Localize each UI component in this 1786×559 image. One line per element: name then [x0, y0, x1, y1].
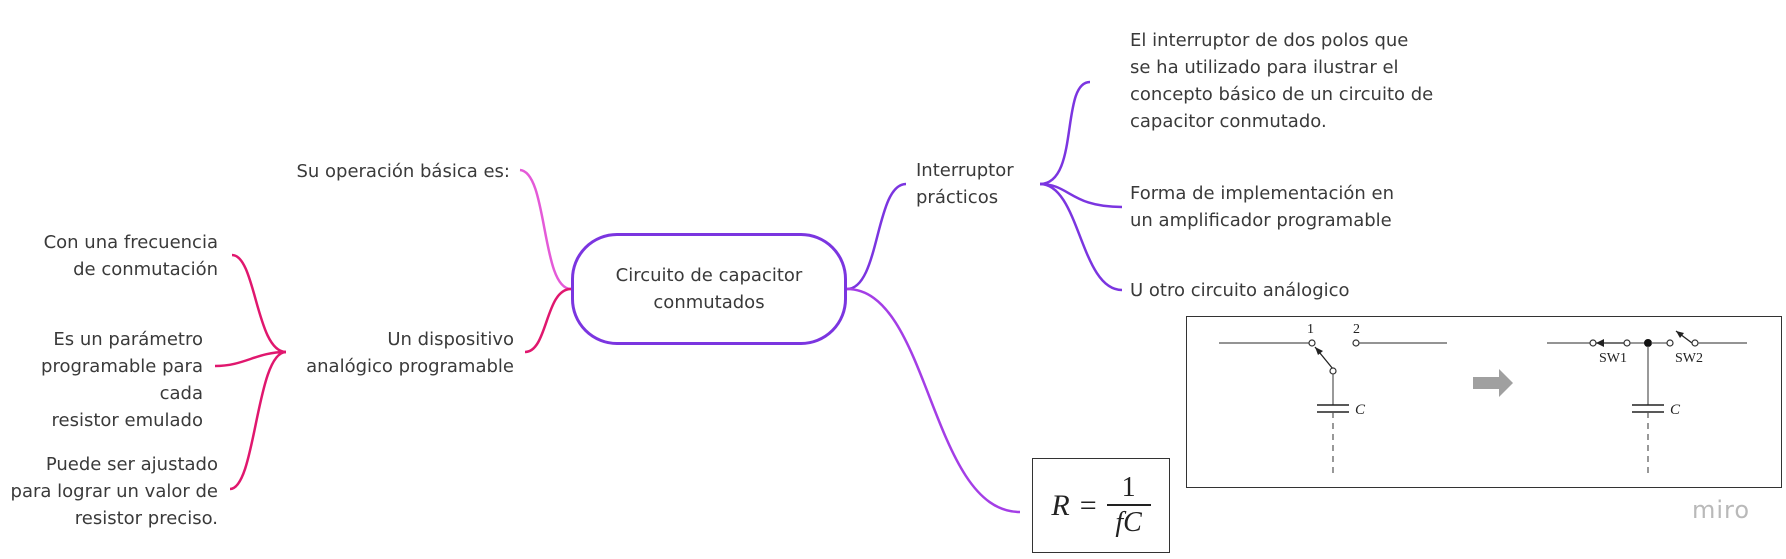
- node-parametro[interactable]: Es un parámetro programable para cada re…: [41, 329, 203, 431]
- circuit-drawing: 1 2 C SW1 SW2 C: [1219, 322, 1747, 477]
- node-otro[interactable]: U otro circuito análogico: [1130, 280, 1350, 301]
- node-interruptor[interactable]: Interruptor prácticos: [916, 160, 1014, 208]
- connector-dos-polos: [1039, 80, 1091, 186]
- switch-terminal-2: [1352, 339, 1360, 347]
- node-op-basica[interactable]: Su operación básica es:: [296, 161, 510, 182]
- formula-denominator: fC: [1115, 506, 1142, 538]
- formula-numerator: 1: [1121, 471, 1136, 503]
- switch-label-sw1: SW1: [1599, 351, 1627, 366]
- connector-ajustado: [229, 350, 287, 491]
- node-dispositivo[interactable]: Un dispositivo analógico programable: [306, 329, 514, 377]
- connector-frecuencia: [231, 253, 287, 354]
- node-frecuencia[interactable]: Con una frecuencia de conmutación: [43, 232, 218, 280]
- formula-equals: =: [1079, 488, 1097, 522]
- node-ajustado[interactable]: Puede ser ajustado para lograr un valor …: [10, 454, 218, 529]
- capacitor-label-left: C: [1355, 402, 1366, 418]
- transform-arrow-icon: [1473, 369, 1513, 397]
- formula-fraction: 1 fC: [1106, 471, 1151, 540]
- terminal-label-2: 2: [1353, 322, 1360, 337]
- circuit-image[interactable]: 1 2 C SW1 SW2 C: [1186, 316, 1782, 488]
- connector-parametro: [214, 350, 287, 368]
- connector-dispositivo: [524, 287, 572, 354]
- central-node[interactable]: Circuito de capacitor conmutados: [571, 233, 847, 345]
- connector-interruptor: [846, 182, 907, 291]
- node-implementacion[interactable]: Forma de implementación en un amplificad…: [1130, 183, 1394, 231]
- switch-label-sw2: SW2: [1675, 351, 1703, 366]
- connector-op-basica: [519, 168, 572, 291]
- formula-lhs: R: [1051, 488, 1070, 522]
- connector-formula: [846, 287, 1021, 514]
- terminal-label-1: 1: [1307, 322, 1314, 337]
- miro-watermark: miro: [1692, 496, 1751, 524]
- node-dos-polos[interactable]: El interruptor de dos polos que se ha ut…: [1130, 30, 1434, 132]
- formula-image[interactable]: R = 1 fC: [1032, 458, 1170, 553]
- switch-terminal-1: [1308, 339, 1316, 347]
- formula-fraction-bar: [1106, 503, 1151, 506]
- connector-otro: [1039, 182, 1123, 292]
- capacitor-label-right: C: [1670, 402, 1681, 418]
